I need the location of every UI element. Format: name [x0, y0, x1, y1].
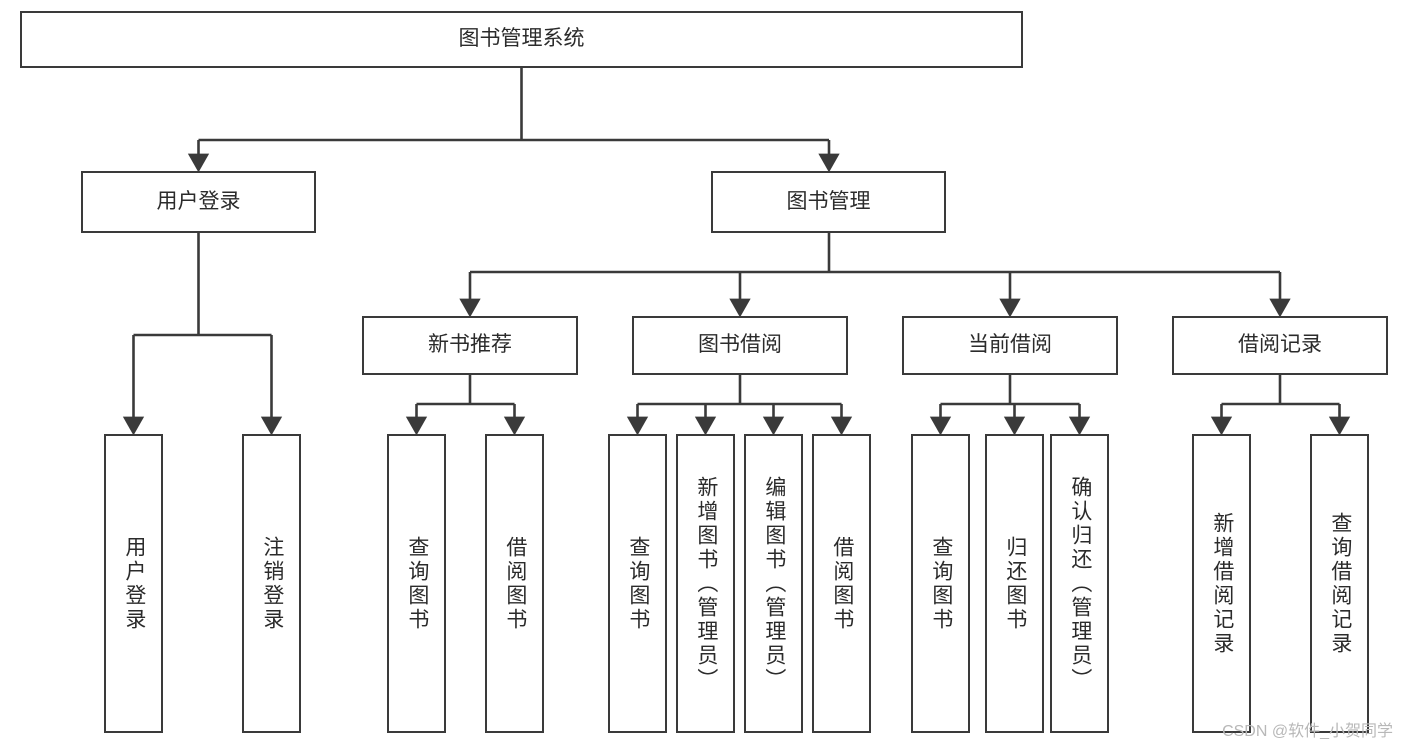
node-label-current-borrow: 当前借阅	[968, 333, 1052, 357]
node-leaf-query-borrow-record[interactable]: 查询借阅记录	[1310, 434, 1369, 733]
watermark-text: CSDN @软件_小贺同学	[1222, 723, 1393, 740]
node-label-leaf-confirm-return: 确认归还（管理员）	[1068, 475, 1092, 692]
node-label-book-manage: 图书管理	[786, 189, 871, 213]
node-leaf-logout[interactable]: 注销登录	[242, 434, 301, 733]
node-label-leaf-add-record: 新增借阅记录	[1210, 511, 1234, 656]
node-leaf-query-book-3[interactable]: 查询图书	[911, 434, 970, 733]
node-leaf-confirm-return[interactable]: 确认归还（管理员）	[1050, 434, 1109, 733]
node-label-book-borrow: 图书借阅	[698, 333, 782, 357]
node-leaf-return-book[interactable]: 归还图书	[985, 434, 1044, 733]
node-leaf-borrow-book-1[interactable]: 借阅图书	[485, 434, 544, 733]
node-leaf-add-borrow-record[interactable]: 新增借阅记录	[1192, 434, 1251, 733]
node-label-borrow-record: 借阅记录	[1238, 333, 1322, 357]
node-book-manage[interactable]: 图书管理	[711, 171, 946, 233]
node-label-user-login: 用户登录	[156, 189, 241, 213]
node-current-borrow[interactable]: 当前借阅	[902, 316, 1118, 375]
node-book-borrow[interactable]: 图书借阅	[632, 316, 848, 375]
node-label-leaf-logout: 注销登录	[260, 535, 284, 632]
node-label-leaf-user-login: 用户登录	[122, 535, 146, 632]
node-leaf-borrow-book-2[interactable]: 借阅图书	[812, 434, 871, 733]
node-label-leaf-borrow-book-1: 借阅图书	[503, 535, 527, 632]
node-new-book-recommend[interactable]: 新书推荐	[362, 316, 578, 375]
node-leaf-query-book-1[interactable]: 查询图书	[387, 434, 446, 733]
node-borrow-record[interactable]: 借阅记录	[1172, 316, 1388, 375]
node-leaf-add-book[interactable]: 新增图书（管理员）	[676, 434, 735, 733]
node-label-leaf-borrow-book-2: 借阅图书	[830, 535, 854, 632]
node-label-leaf-edit-book: 编辑图书（管理员）	[762, 475, 786, 692]
node-label-leaf-query-book-3: 查询图书	[929, 535, 953, 632]
node-leaf-user-login[interactable]: 用户登录	[104, 434, 163, 733]
node-label-leaf-add-book: 新增图书（管理员）	[694, 475, 718, 692]
node-root-system[interactable]: 图书管理系统	[20, 11, 1023, 68]
node-label-leaf-query-book-2: 查询图书	[626, 535, 650, 632]
node-label-leaf-query-record: 查询借阅记录	[1328, 511, 1352, 656]
node-user-login[interactable]: 用户登录	[81, 171, 316, 233]
node-label-root: 图书管理系统	[458, 27, 585, 51]
node-label-leaf-return-book: 归还图书	[1003, 535, 1027, 632]
node-label-new-book-rec: 新书推荐	[428, 333, 512, 357]
node-label-leaf-query-book-1: 查询图书	[405, 535, 429, 632]
node-leaf-query-book-2[interactable]: 查询图书	[608, 434, 667, 733]
node-leaf-edit-book[interactable]: 编辑图书（管理员）	[744, 434, 803, 733]
